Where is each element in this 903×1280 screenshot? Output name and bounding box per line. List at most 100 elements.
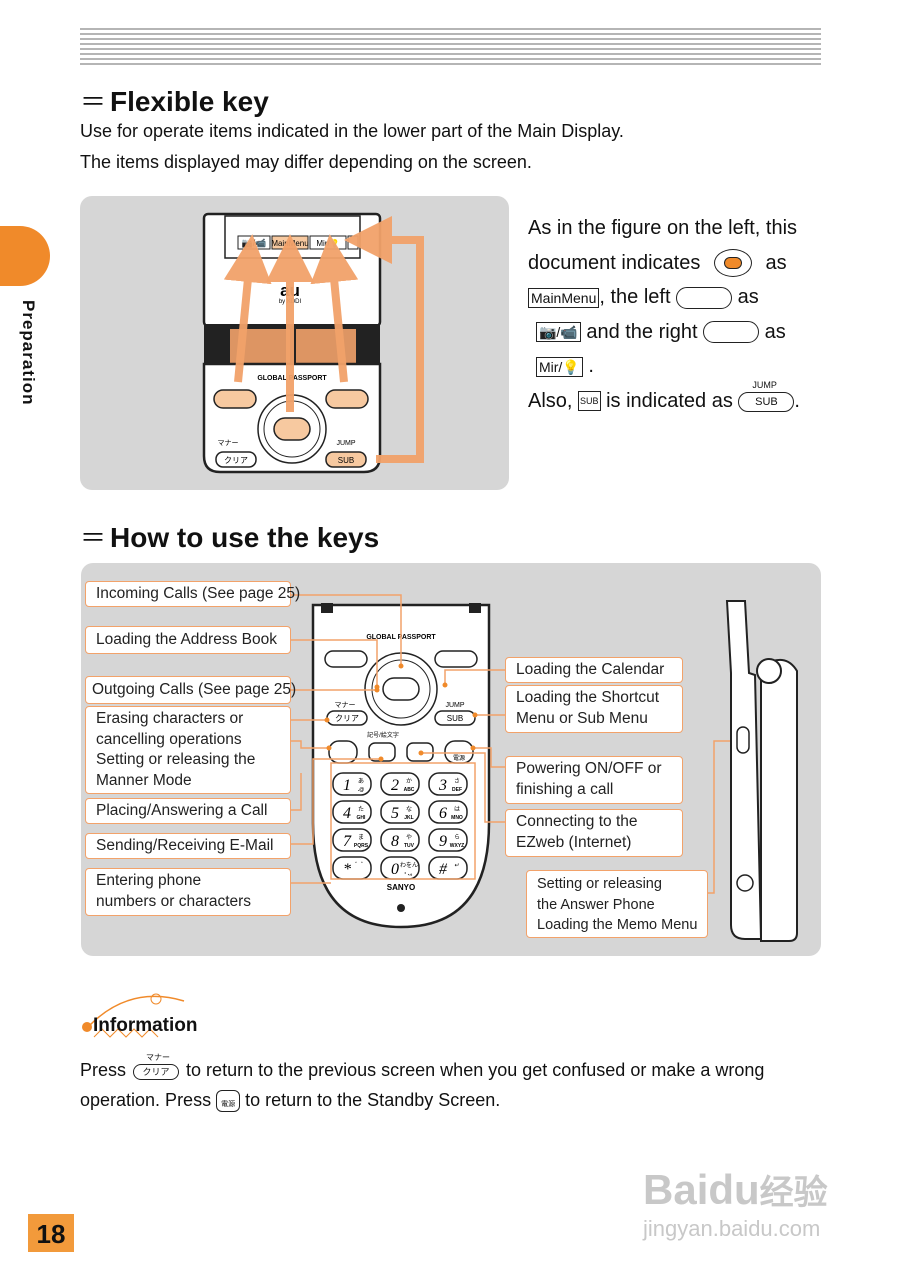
center-key bbox=[382, 677, 420, 701]
left-softkey bbox=[324, 650, 368, 668]
desc-line-4: 📷/📹 and the right as bbox=[528, 315, 800, 350]
keypad-key bbox=[428, 828, 468, 852]
power-key-icon: 電源 bbox=[216, 1090, 241, 1113]
keypad-kana: ゛゜ bbox=[355, 862, 367, 869]
keys-figure: GLOBAL PASSPORT マナー クリア JUMP SUB 記号/絵文字 … bbox=[81, 563, 821, 956]
information-ornament bbox=[82, 993, 185, 1038]
keypad-kana: は bbox=[454, 806, 460, 813]
keypad-kana: や bbox=[406, 833, 412, 841]
keypad-kana: た bbox=[358, 806, 364, 813]
keypad-digit: 1 bbox=[343, 777, 351, 794]
center-key-icon bbox=[713, 249, 752, 278]
side-key bbox=[736, 726, 750, 754]
svg-text:SUB: SUB bbox=[447, 714, 463, 723]
keypad-key bbox=[428, 800, 468, 824]
keypad-digit: 5 bbox=[391, 805, 399, 822]
keypad-letters: GHI bbox=[357, 815, 367, 821]
softkey-center-text: MainMenu bbox=[271, 239, 308, 248]
section-title-text: Flexible key bbox=[110, 86, 269, 117]
intro-line-2: The items displayed may differ depending… bbox=[80, 152, 532, 172]
keypad-key bbox=[332, 772, 372, 796]
keypad-kana: な bbox=[406, 806, 412, 813]
flexible-key-figure: 📷/📹 MainMenu Mir/💡 au by KDDI GLOBAL PAS… bbox=[80, 196, 509, 490]
keypad-digit: 8 bbox=[391, 833, 399, 850]
right-softkey bbox=[325, 389, 369, 409]
keypad-digit: 2 bbox=[391, 777, 399, 794]
keypad-letters: PQRS bbox=[354, 843, 369, 849]
left-softkey-icon bbox=[676, 286, 733, 309]
keypad-kana: さ bbox=[454, 778, 460, 785]
keypad-kana: ま bbox=[358, 834, 364, 841]
clear-key-icon: クリア bbox=[133, 1064, 180, 1081]
keypad-digit: 6 bbox=[439, 805, 447, 822]
keypad-digit: # bbox=[439, 861, 448, 878]
right-softkey-icon bbox=[703, 321, 760, 344]
keypad-letters: .@ bbox=[358, 787, 364, 793]
svg-text:JUMP: JUMP bbox=[445, 702, 464, 709]
mainmenu-icon: MainMenu bbox=[528, 287, 600, 308]
keypad-key bbox=[380, 800, 420, 824]
information-title: Information bbox=[93, 1015, 198, 1036]
page-number: 18 bbox=[28, 1214, 74, 1252]
flexible-key-description: As in the figure on the left, this docum… bbox=[528, 211, 800, 418]
section-title-flexible-key: ＝Flexible key bbox=[80, 86, 269, 117]
keypad-key bbox=[428, 856, 468, 880]
info-line-1: Press マナー クリア to return to the previous … bbox=[80, 1053, 765, 1081]
center-key bbox=[273, 417, 311, 441]
label-incoming-calls: Incoming Calls (See page 25) bbox=[85, 581, 300, 607]
left-softkey bbox=[213, 389, 257, 409]
softkey-right-text: Mir/💡 bbox=[316, 238, 339, 248]
keypad-key bbox=[332, 800, 372, 824]
svg-text:JUMP: JUMP bbox=[336, 440, 355, 447]
keypad-digit: 0 bbox=[391, 861, 399, 878]
desc-line-1: As in the figure on the left, this bbox=[528, 217, 798, 239]
phone-illustration: 📷/📹 MainMenu Mir/💡 au by KDDI GLOBAL PAS… bbox=[202, 212, 424, 474]
sub-key-icon: SUB bbox=[738, 391, 795, 412]
label-placing-call: Placing/Answering a Call bbox=[85, 798, 291, 824]
keypad-kana: あ bbox=[358, 778, 364, 785]
softkey-left-text: 📷/📹 bbox=[242, 238, 267, 248]
desc-line-3: MainMenu, the left as bbox=[528, 280, 800, 315]
keypad-letters: DEF bbox=[452, 787, 462, 793]
svg-text:SANYO: SANYO bbox=[387, 883, 415, 892]
right-softkey bbox=[434, 650, 478, 668]
label-calendar: Loading the Calendar bbox=[505, 657, 683, 683]
svg-text:クリア: クリア bbox=[335, 714, 359, 723]
keypad-key bbox=[380, 828, 420, 852]
info-line-2: operation. Press 電源 to return to the Sta… bbox=[80, 1090, 500, 1113]
keypad-letters: ・、。 bbox=[403, 871, 416, 877]
label-outgoing-calls: Outgoing Calls (See page 25) bbox=[85, 676, 296, 704]
keypad-letters: WXYZ bbox=[450, 843, 464, 849]
label-address-book: Loading the Address Book bbox=[85, 626, 291, 654]
svg-text:電源: 電源 bbox=[453, 754, 465, 762]
keypad-key bbox=[428, 772, 468, 796]
camera-icon: 📷/📹 bbox=[536, 322, 581, 343]
keypad-digit: * bbox=[343, 861, 351, 878]
label-email: Sending/Receiving E-Mail bbox=[85, 833, 291, 859]
watermark-url: jingyan.baidu.com bbox=[643, 1216, 821, 1241]
section-title-text: How to use the keys bbox=[110, 522, 380, 553]
header-rule bbox=[80, 28, 821, 66]
keypad-letters: TUV bbox=[404, 843, 415, 849]
keypad-letters: JKL bbox=[404, 815, 413, 821]
keypad-letters: ABC bbox=[404, 787, 415, 793]
keypad-digit: 9 bbox=[439, 833, 447, 850]
keypad-digit: 4 bbox=[343, 805, 351, 822]
keypad-kana: わをん bbox=[400, 862, 418, 869]
keypad-key bbox=[332, 828, 372, 852]
mirror-light-icon: Mir/💡 bbox=[536, 356, 583, 377]
desc-line-5: Mir/💡 . bbox=[528, 349, 800, 384]
keypad-kana: ら bbox=[454, 834, 460, 841]
svg-text:マナー: マナー bbox=[218, 439, 239, 447]
keypad-digit: 7 bbox=[343, 833, 352, 850]
sub-icon: SUB bbox=[578, 391, 601, 412]
svg-text:記号/絵文字: 記号/絵文字 bbox=[367, 731, 399, 739]
keypad-digit: 3 bbox=[438, 777, 447, 794]
section-title-keys: ＝How to use the keys bbox=[80, 522, 380, 553]
keypad-kana: ↵ bbox=[454, 863, 459, 869]
